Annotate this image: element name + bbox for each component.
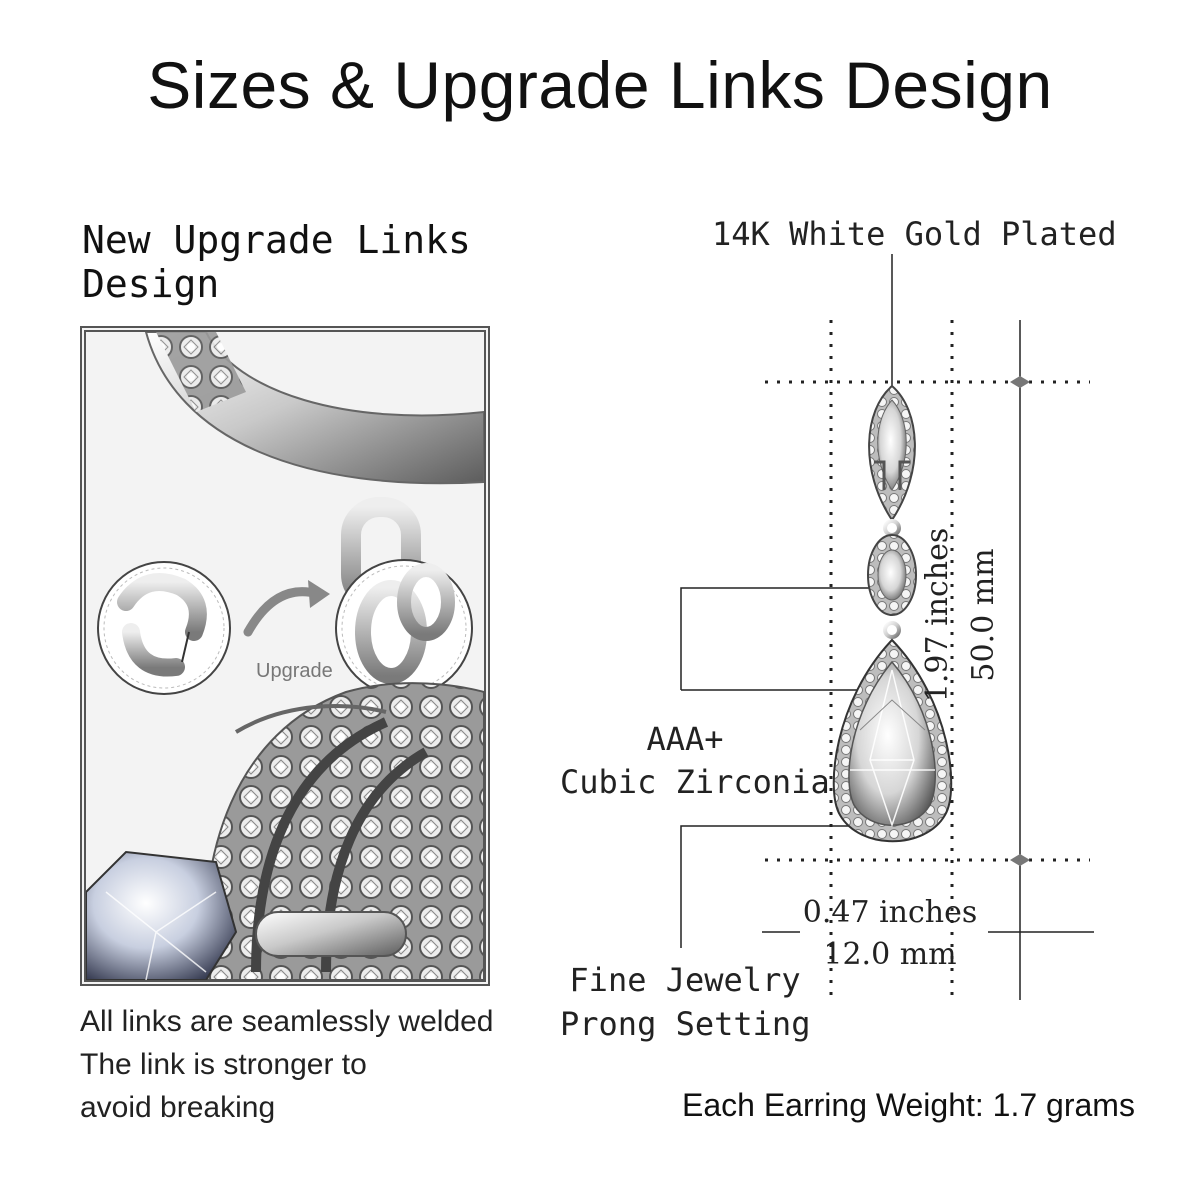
height-arrow-bottom xyxy=(1010,854,1030,866)
dotted-guides xyxy=(765,320,1090,1000)
weight-text: Each Earring Weight: 1.7 grams xyxy=(682,1087,1135,1123)
leader-lines xyxy=(680,254,893,948)
width-inches: 0.47 inches xyxy=(802,895,978,930)
setting-label-line1: Fine Jewelry xyxy=(569,961,801,999)
setting-label-line2: Prong Setting xyxy=(560,1005,811,1043)
height-inches: 1.97 inches xyxy=(920,527,955,703)
height-arrow-top xyxy=(1010,376,1030,388)
stone-label: AAA+ Cubic Zirconia xyxy=(560,718,830,804)
width-mm: 12.0 mm xyxy=(823,937,957,972)
old-link-magnifier xyxy=(97,561,231,695)
height-mm: 50.0 mm xyxy=(966,548,1001,682)
setting-label: Fine Jewelry Prong Setting xyxy=(560,958,810,1046)
section-heading-line2: Design xyxy=(82,262,220,306)
caption-line1: All links are seamlessly welded xyxy=(80,1005,494,1038)
plating-label: 14K White Gold Plated xyxy=(712,215,1117,253)
caption-line3: avoid breaking xyxy=(80,1091,276,1124)
page-title: Sizes & Upgrade Links Design xyxy=(147,48,1053,122)
upgrade-badge-text: Upgrade xyxy=(256,660,333,682)
new-link-magnifier xyxy=(335,559,473,697)
section-heading: New Upgrade Links Design xyxy=(82,218,502,306)
earring-illustration xyxy=(832,384,953,843)
width-dimension: 0.47 inches 12.0 mm xyxy=(790,892,990,976)
stone-label-line2: Cubic Zirconia xyxy=(560,763,830,801)
caption-line2: The link is stronger to xyxy=(80,1048,367,1081)
height-dimension: 1.97 inches 50.0 mm xyxy=(915,465,1015,765)
section-heading-line1: New Upgrade Links xyxy=(82,218,471,262)
closeup-photo: Upgrade xyxy=(80,326,490,986)
stone-label-line1: AAA+ xyxy=(646,720,724,758)
links-caption: All links are seamlessly welded The link… xyxy=(80,1000,520,1129)
